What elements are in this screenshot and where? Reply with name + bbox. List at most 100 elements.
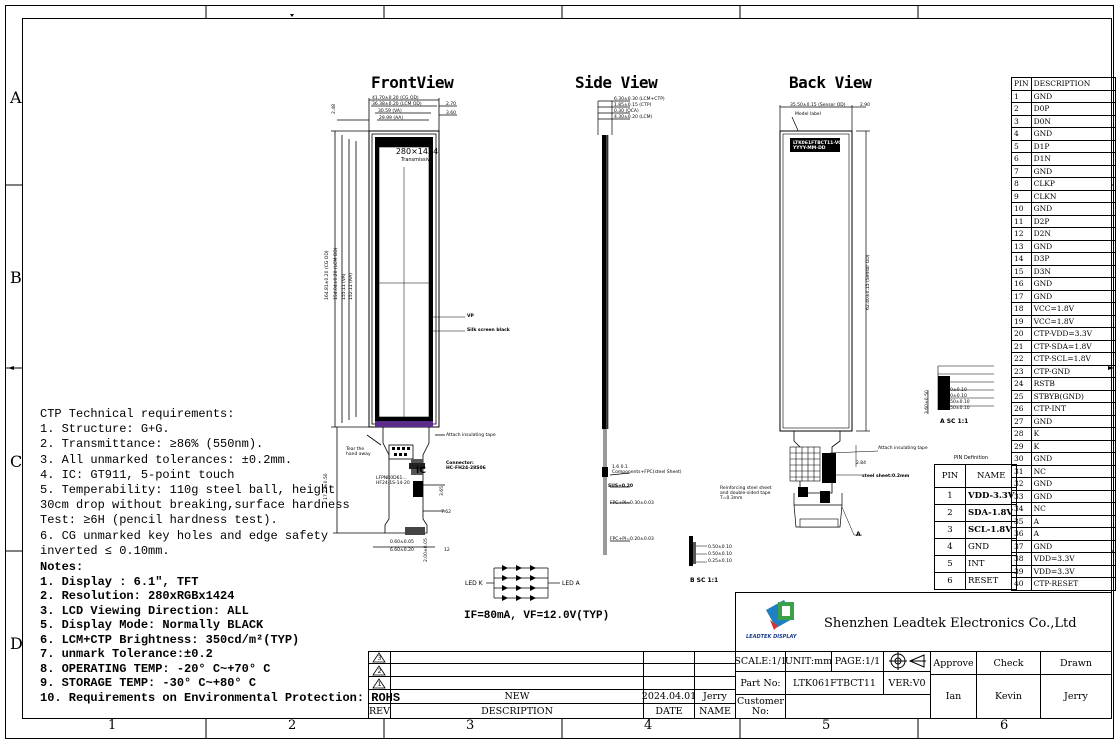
zone-letter-a: A [10, 88, 22, 107]
revision-mark-1: 1 [377, 680, 382, 688]
side-dim-total: 6.30±0.30 (LCM+CTP) [614, 97, 665, 102]
zone-letter-d: D [10, 634, 23, 653]
detail-a-dim-4: 20.50±0.10 [943, 406, 970, 411]
detail-a-drawing [927, 365, 994, 414]
side-fpc-thickness-1: FPC+PI=0.30±0.03 [610, 501, 654, 506]
back-view-title: Back View [789, 73, 872, 92]
detail-b-dim-1: 0.50±0.10 [708, 545, 732, 550]
pin-def-header: PIN NAME [934, 464, 1018, 488]
notes-line-8: 9. STORAGE TEMP: -30° C~+80° C [40, 676, 257, 690]
version-cell: VER:V0 [888, 677, 926, 689]
back-dim-284: 2.84 [856, 461, 867, 466]
approver-name: Ian [945, 691, 962, 702]
approve-header: Approve [933, 657, 974, 669]
date-header: DATE [655, 705, 683, 717]
pin-description: CTP-RESET [1030, 577, 1116, 591]
ctp-line-7: Test: ≥6H (pencil hardness test). [40, 513, 278, 528]
rev-header: REV [369, 705, 390, 717]
drawer-name: Jerry [1064, 691, 1088, 702]
customer-no-label: Customer No: [737, 695, 784, 717]
front-dim-4: 7.62 [441, 510, 452, 515]
unit-cell: UNIT:mm [784, 656, 833, 667]
revision-mark-2: 2 [377, 667, 382, 675]
ctp-line-1: 1. Structure: G+G. [40, 422, 170, 437]
notes-line-7: 8. OPERATING TEMP: -20° C~+70° C [40, 661, 271, 676]
pin-def-header-name: NAME [964, 464, 1018, 488]
name-header: NAME [699, 705, 731, 717]
notes-line-9: 10. Requirements on Environmental Protec… [40, 690, 401, 705]
part-number: LTK061FTBCT11 [793, 677, 876, 689]
front-dim-right-2: 3.60 [446, 111, 457, 116]
notes-line-5: 6. LCM+CTP Brightness: 350cd/m²(TYP) [40, 632, 300, 647]
pin-def-number: 6 [934, 572, 966, 590]
detail-b-dim-2: 0.50±0.10 [708, 552, 732, 557]
ctp-line-9: inverted ≤ 0.10mm. [40, 543, 170, 558]
front-type-text: Transmissive [400, 157, 434, 163]
ctp-line-8: 6. CG unmarked key holes and edge safety [40, 528, 329, 543]
front-view-title: FrontView [371, 73, 454, 92]
front-dim-lcm-od: 36.38±0.20 (LCM OD) [372, 102, 422, 107]
side-fpc-thickness-2: FPC+PI=0.20±0.03 [610, 537, 654, 542]
ctp-line-0: CTP Technical requirements: [40, 407, 235, 421]
led-k-label: LED K [465, 580, 483, 587]
front-dim-cg-od: 41.70±0.20 (CG OD) [372, 96, 419, 101]
detail-a-dim-3: 19.50±0.10 [943, 400, 970, 405]
front-dim-aa: 29.99 (AA) [379, 116, 404, 121]
back-view-drawing [779, 105, 879, 536]
led-a-label: LED A [562, 580, 580, 587]
leadtek-logo [766, 600, 794, 630]
ctp-line-2: 2. Transmittance: ≥86% (550nm). [40, 437, 264, 452]
front-dim-8: 12 [444, 548, 450, 553]
revision-mark-3: 3 [377, 654, 382, 662]
front-dim-6: 6.60±0.20 [390, 548, 414, 553]
front-size-text: 6.1" [408, 139, 426, 148]
back-dim-right: 2.90 [860, 103, 871, 108]
front-attach-label: Attach insulating tape [446, 433, 496, 438]
part-no-label: Part No: [740, 677, 781, 689]
front-silk-label: Silk screen black [467, 328, 510, 333]
zone-letter-c: C [10, 452, 23, 471]
back-steel-label: steel sheet:0.2mm [862, 474, 910, 479]
back-detail-a-marker: A [856, 531, 861, 538]
back-attach-label: Attach insulating tape [878, 446, 928, 451]
logo-text: LEADTEK DISPLAY [746, 634, 797, 640]
detail-b-label: B SC 1:1 [690, 577, 719, 584]
side-view-title: Side View [575, 73, 658, 92]
checker-name: Kevin [995, 691, 1022, 702]
zone-number-6: 6 [1000, 718, 1009, 733]
detail-b-drawing [689, 536, 707, 566]
description-header-rev: DESCRIPTION [481, 705, 553, 717]
drawn-header: Drawn [1059, 657, 1093, 669]
pin-definition-title: PIN Definition [954, 455, 989, 461]
back-dim-top: 35.50±0.15 (Sensor OD) [790, 103, 846, 108]
ctp-line-3: 3. All unmarked tolerances: ±0.2mm. [40, 452, 293, 467]
front-tear-label: Tear the hand away [346, 447, 371, 457]
pin-def-name: INT [964, 555, 1018, 573]
detail-a-label: A SC 1:1 [940, 418, 969, 425]
detail-a-dim-2: 0.40±0.10 [943, 394, 967, 399]
notes-line-3: 3. LCD Viewing Direction: ALL [40, 603, 249, 618]
front-dim-right-1: 2.70 [446, 102, 457, 107]
notes-line-4: 5. Display Mode: Normally BLACK [40, 618, 264, 632]
notes-line-6: 7. unmark Tolerance:±0.2 [40, 647, 213, 661]
check-header: Check [993, 657, 1024, 669]
back-model-text: LTK061FTBCT11-V0 YYYY-MM-DD [793, 141, 842, 151]
ctp-line-5: 5. Temperability: 110g steel ball, heigh… [40, 483, 336, 498]
front-vp-label: VP [467, 314, 474, 319]
notes-line-1: 1. Display : 6.1", TFT [40, 574, 199, 589]
revision-entry-desc: NEW [504, 691, 530, 702]
zone-number-3: 3 [466, 718, 475, 733]
notes-line-0: Notes: [40, 560, 84, 574]
